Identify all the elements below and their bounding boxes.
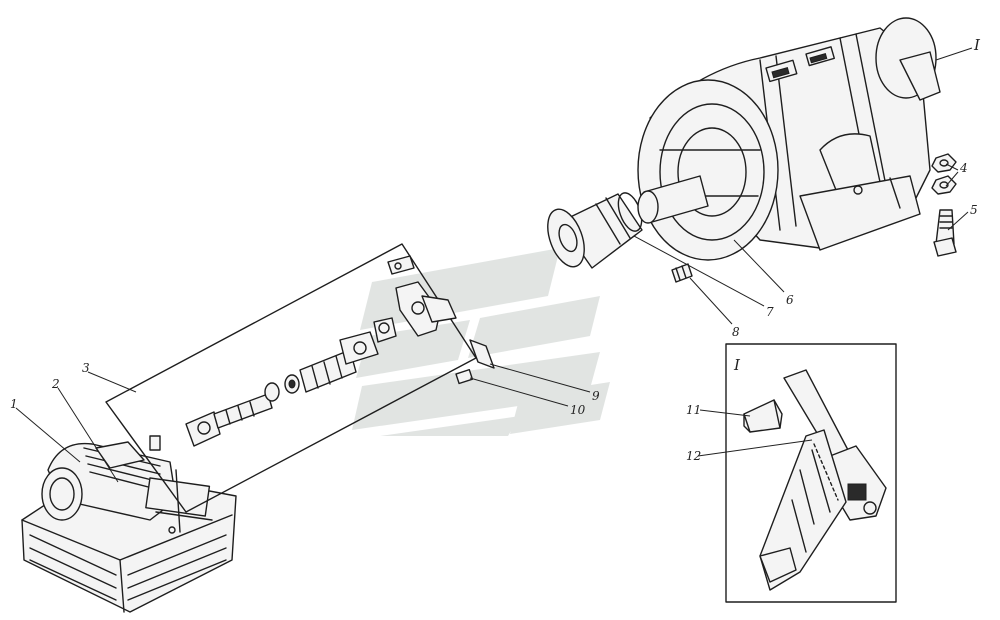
nuts-part-4: [931, 153, 957, 195]
callout-8: 8: [732, 325, 740, 339]
plate-part-9: [469, 339, 495, 369]
callout-2: 2: [51, 377, 60, 391]
callout-11: 11: [686, 403, 701, 417]
callout-12: 12: [686, 449, 701, 463]
callout-3: 3: [82, 361, 90, 375]
callout-6: 6: [786, 293, 794, 307]
callout-1: 1: [10, 397, 18, 411]
callout-7: 7: [766, 305, 774, 319]
detail-marker-inset: I: [733, 356, 741, 374]
callout-5: 5: [970, 203, 978, 217]
screw-part-8: [671, 263, 693, 283]
base-housing: [21, 435, 237, 613]
inset-detail-frame: [725, 343, 897, 603]
pad-part-11: [743, 399, 783, 433]
callout-9: 9: [592, 389, 600, 403]
detail-marker-top: I: [973, 36, 981, 54]
callout-4: 4: [959, 161, 968, 175]
coupling-part-7: [547, 192, 643, 269]
shaft-assembly-frame: [105, 243, 477, 513]
shaft-parts: [185, 255, 457, 447]
bolt-part-5: [933, 209, 957, 257]
callout-labels: 1 2 3 4 5 6 7 8 9 10 11 12 I I: [10, 36, 981, 463]
bolt-part-10: [455, 368, 474, 385]
lever-part-12: [759, 369, 887, 591]
electric-motor-part-6: [637, 17, 941, 261]
callout-10: 10: [570, 403, 586, 417]
leader-lines: [15, 47, 973, 483]
